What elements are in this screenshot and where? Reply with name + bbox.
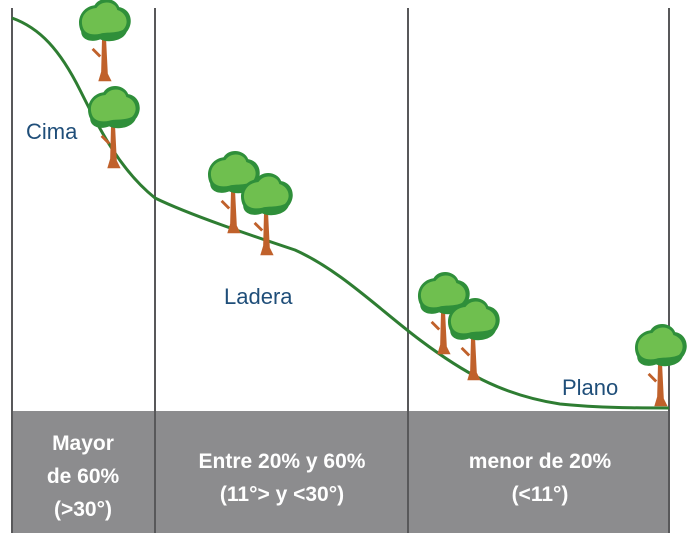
tree-icon (86, 84, 142, 170)
band-text-2-line2: (11°> y <30°) (220, 483, 344, 506)
band-text-1-line1: Mayor (52, 432, 114, 455)
slope-line (11, 16, 670, 410)
band-text-1-line3: (>30°) (54, 498, 112, 521)
band-text-1-line2: de 60% (47, 465, 120, 488)
zone-label-ladera: Ladera (224, 284, 293, 309)
tree-icon (239, 171, 295, 257)
tree-icon (77, 0, 133, 83)
slope-band (12, 411, 669, 533)
band-text-3-line1: menor de 20% (469, 450, 612, 473)
tree-icon (446, 296, 502, 382)
band-text-2-line1: Entre 20% y 60% (199, 450, 366, 473)
zone-label-cima: Cima (26, 119, 78, 144)
band-text-3-line2: (<11°) (512, 483, 569, 506)
tree-icon (633, 322, 689, 408)
zone-label-plano: Plano (562, 375, 618, 400)
